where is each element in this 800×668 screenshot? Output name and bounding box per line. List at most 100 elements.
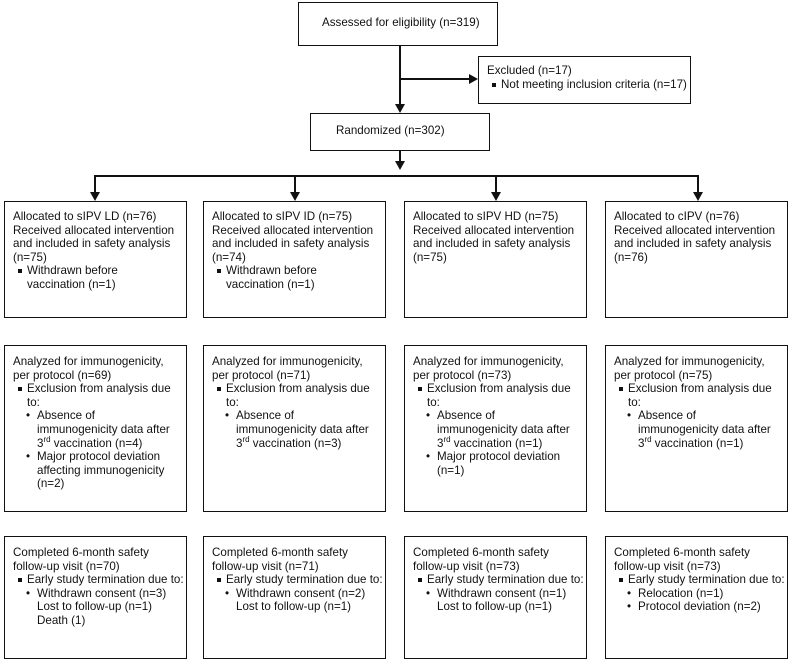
allocation-box-cipv: Allocated to cIPV (n=76) Received alloca… (605, 201, 788, 318)
analysis-sub-cont: immunogenicity data after (236, 422, 369, 436)
safety-sub: Withdrawn consent (n=3) (13, 587, 186, 601)
allocation-line: and included in safety analysis (13, 237, 171, 251)
connector-col3-drop (495, 175, 497, 193)
allocation-bullet: Withdrawn before (13, 264, 186, 278)
randomized-box: Randomized (n=302) (310, 113, 490, 151)
analysis-sub-cont: (n=1) (437, 463, 465, 477)
analysis-line: per protocol (n=71) (212, 368, 311, 382)
analysis-exclusion: Exclusion from analysis due (614, 382, 787, 396)
allocation-line: Received allocated intervention (13, 223, 175, 237)
safety-box-cipv: Completed 6-month safety follow-up visit… (605, 536, 788, 659)
safety-line: Completed 6-month safety (614, 546, 750, 559)
analysis-box-cipv: Analyzed for immunogenicity, per protoco… (605, 345, 788, 512)
analysis-sub-cont: immunogenicity data after (37, 422, 170, 436)
analysis-sub-cont: 3rd vaccination (n=4) (37, 434, 143, 450)
analysis-line: Analyzed for immunogenicity, (413, 355, 564, 368)
analysis-sub-cont: immunogenicity data after (638, 422, 771, 436)
safety-line: follow-up visit (n=71) (212, 559, 319, 573)
analysis-box-sipv-hd: Analyzed for immunogenicity, per protoco… (404, 345, 587, 512)
arrow-col1 (90, 192, 100, 201)
safety-termination: Early study termination due to: (614, 573, 787, 587)
connector-randomized-down (399, 151, 401, 162)
allocation-line: (n=74) (212, 250, 246, 264)
analysis-sub: Major protocol deviation (413, 450, 586, 464)
analysis-sub: Absence of (614, 409, 787, 423)
randomized-label: Randomized (n=302) (336, 124, 445, 137)
connector-col1-drop (94, 175, 96, 193)
connector-col4-drop (697, 175, 699, 193)
connector-horizontal-split (94, 175, 699, 177)
arrow-to-excluded (469, 74, 478, 84)
connector-to-excluded (400, 78, 470, 80)
analysis-sub-cont: 3rd vaccination (n=3) (236, 434, 342, 450)
analysis-sub: Absence of (13, 409, 186, 423)
allocation-line: Received allocated intervention (212, 223, 374, 237)
analysis-sub: Absence of (212, 409, 385, 423)
arrow-randomized-down (395, 161, 405, 170)
analysis-line: per protocol (n=69) (13, 368, 112, 382)
safety-line: follow-up visit (n=73) (413, 559, 520, 573)
allocation-line: Received allocated intervention (413, 223, 575, 237)
analysis-sub-cont: immunogenicity data after (437, 422, 570, 436)
allocation-line: (n=75) (13, 250, 47, 264)
arrow-col2 (290, 192, 300, 201)
excluded-reason: Not meeting inclusion criteria (n=17) (487, 78, 690, 92)
allocation-bullet-cont: vaccination (n=1) (226, 277, 315, 291)
safety-extra: Lost to follow-up (n=1) (37, 600, 153, 614)
connector-col2-drop (294, 175, 296, 193)
safety-termination: Early study termination due to: (212, 573, 385, 587)
eligibility-label: Assessed for eligibility (n=319) (322, 16, 480, 29)
allocation-box-sipv-ld: Allocated to sIPV LD (n=76) Received all… (4, 201, 187, 318)
allocation-title: Allocated to sIPV ID (n=75) (212, 210, 353, 223)
analysis-sub: Absence of (413, 409, 586, 423)
analysis-sub-cont: (n=2) (37, 477, 65, 491)
safety-termination: Early study termination due to: (13, 573, 186, 587)
analysis-sub-cont: affecting immunogenicity (37, 463, 165, 477)
analysis-line: Analyzed for immunogenicity, (212, 355, 363, 368)
analysis-line: per protocol (n=75) (614, 368, 713, 382)
analysis-box-sipv-id: Analyzed for immunogenicity, per protoco… (203, 345, 386, 512)
arrow-col3 (491, 192, 501, 201)
analysis-exclusion: Exclusion from analysis due (212, 382, 385, 396)
analysis-line: Analyzed for immunogenicity, (13, 355, 164, 368)
safety-line: Completed 6-month safety (212, 546, 348, 559)
allocation-line: (n=75) (413, 250, 447, 264)
safety-extra: Death (1) (37, 613, 86, 627)
safety-sub: Relocation (n=1) (614, 587, 787, 601)
allocation-line: (n=76) (614, 250, 648, 264)
safety-line: follow-up visit (n=73) (614, 559, 721, 573)
arrow-to-randomized (395, 104, 405, 113)
safety-sub: Withdrawn consent (n=2) (212, 587, 385, 601)
analysis-line: per protocol (n=73) (413, 368, 512, 382)
analysis-exclusion: Exclusion from analysis due (413, 382, 586, 396)
allocation-title: Allocated to cIPV (n=76) (614, 210, 740, 223)
analysis-exclusion-cont: to: (226, 395, 239, 409)
allocation-title: Allocated to sIPV HD (n=75) (413, 210, 559, 223)
allocation-line: and included in safety analysis (614, 237, 772, 251)
safety-box-sipv-ld: Completed 6-month safety follow-up visit… (4, 536, 187, 659)
safety-line: follow-up visit (n=70) (13, 559, 120, 573)
excluded-title: Excluded (n=17) (487, 64, 572, 77)
analysis-sub: Major protocol deviation (13, 450, 186, 464)
allocation-line: Received allocated intervention (614, 223, 776, 237)
allocation-line: and included in safety analysis (413, 237, 571, 251)
safety-termination: Early study termination due to: (413, 573, 586, 587)
safety-line: Completed 6-month safety (13, 546, 149, 559)
allocation-bullet: Withdrawn before (212, 264, 385, 278)
analysis-sub-cont: 3rd vaccination (n=1) (437, 434, 543, 450)
safety-extra: Lost to follow-up (n=1) (437, 600, 553, 614)
excluded-box: Excluded (n=17) Not meeting inclusion cr… (478, 56, 691, 104)
allocation-title: Allocated to sIPV LD (n=76) (13, 210, 157, 223)
connector-top-vertical (399, 46, 401, 105)
analysis-exclusion-cont: to: (427, 395, 440, 409)
allocation-box-sipv-hd: Allocated to sIPV HD (n=75) Received all… (404, 201, 587, 318)
analysis-exclusion-cont: to: (628, 395, 641, 409)
eligibility-box: Assessed for eligibility (n=319) (298, 2, 498, 46)
safety-sub: Withdrawn consent (n=1) (413, 587, 586, 601)
safety-line: Completed 6-month safety (413, 546, 549, 559)
allocation-bullet-cont: vaccination (n=1) (27, 277, 116, 291)
safety-extra: Lost to follow-up (n=1) (236, 600, 352, 614)
analysis-box-sipv-ld: Analyzed for immunogenicity, per protoco… (4, 345, 187, 512)
analysis-line: Analyzed for immunogenicity, (614, 355, 765, 368)
allocation-box-sipv-id: Allocated to sIPV ID (n=75) Received all… (203, 201, 386, 318)
